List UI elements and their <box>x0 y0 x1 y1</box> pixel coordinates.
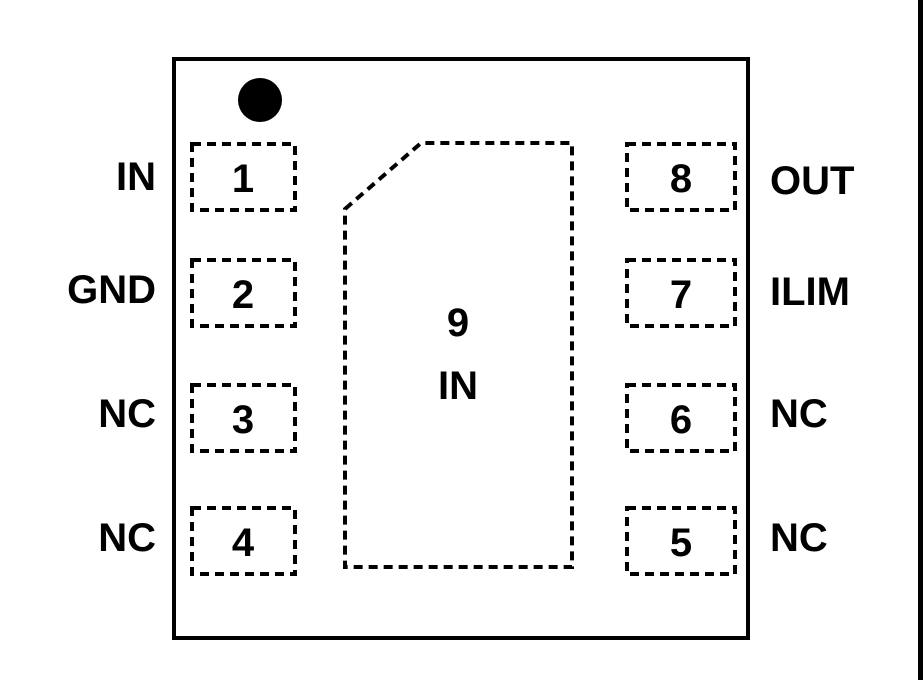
pin-1-number: 1 <box>232 157 254 201</box>
thermal-pad-number: 9 <box>447 301 469 345</box>
pin-3-box <box>190 383 297 453</box>
pin-8-number: 8 <box>670 157 692 201</box>
pin-5-number: 5 <box>670 521 692 565</box>
pin-1: 1 IN <box>116 142 297 212</box>
pin-6-label: NC <box>770 392 828 436</box>
pin-1-label: IN <box>116 155 156 199</box>
pin-2-number: 2 <box>232 273 254 317</box>
pin-8-label: OUT <box>770 159 854 203</box>
pin-4: 4 NC <box>98 506 297 576</box>
pin-7-label: ILIM <box>770 270 850 314</box>
pin-8-box <box>625 142 737 212</box>
pin-3: 3 NC <box>98 383 297 453</box>
right-edge-rule <box>918 0 923 680</box>
pin-2-box <box>190 258 297 328</box>
pin-5-box <box>625 506 737 576</box>
pin-2-label: GND <box>67 268 156 312</box>
pin-4-number: 4 <box>232 521 255 565</box>
pin-5-label: NC <box>770 516 828 560</box>
pin-3-label: NC <box>98 392 156 436</box>
pin-7-box <box>625 258 737 328</box>
pin-1-box <box>190 142 297 212</box>
pin-2: 2 GND <box>67 258 297 328</box>
package-outline <box>172 57 750 640</box>
pin-4-label: NC <box>98 516 156 560</box>
pin-6-box <box>625 383 737 453</box>
pin1-indicator-dot <box>238 78 282 122</box>
thermal-pad-name: IN <box>438 364 478 408</box>
thermal-pad-outline <box>343 141 574 569</box>
pin-4-box <box>190 506 297 576</box>
pin-5: 5 NC <box>625 506 828 576</box>
pin-8: 8 OUT <box>625 142 854 212</box>
pin-3-number: 3 <box>232 398 254 442</box>
pin-6: 6 NC <box>625 383 828 453</box>
pin-7: 7 ILIM <box>625 258 850 328</box>
pin-6-number: 6 <box>670 398 692 442</box>
pin-7-number: 7 <box>670 273 692 317</box>
